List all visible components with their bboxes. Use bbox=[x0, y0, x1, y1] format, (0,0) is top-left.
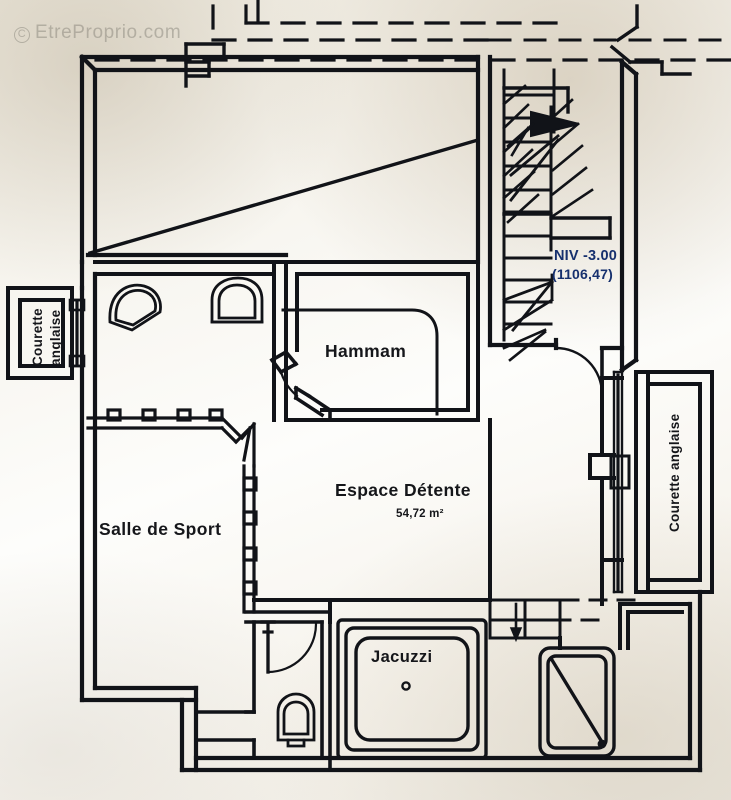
top-notch bbox=[184, 42, 226, 88]
dashed-outline-above bbox=[94, 0, 731, 62]
shower-drain bbox=[597, 739, 607, 749]
courette-anglaise-right-walls bbox=[634, 370, 714, 594]
jacuzzi-basin bbox=[336, 618, 488, 760]
room-label-courette-anglaise-right: Courette anglaise bbox=[667, 413, 682, 532]
wc-toilet-fixture bbox=[276, 692, 316, 748]
stair-bottom-wall bbox=[487, 337, 559, 351]
level-marker-elevation: (1106,47) bbox=[552, 266, 613, 282]
stair-down-dash bbox=[524, 598, 638, 622]
sloped-ceiling-line bbox=[87, 137, 481, 256]
room-label-hammam: Hammam bbox=[325, 341, 407, 361]
left-door-leaf bbox=[262, 630, 274, 674]
top-notch-right bbox=[609, 4, 692, 76]
bottom-walls bbox=[79, 589, 703, 773]
room-label-jacuzzi: Jacuzzi bbox=[371, 648, 433, 666]
room-label-salle-de-sport: Salle de Sport bbox=[99, 519, 222, 539]
room-area-espace-detente: 54,72 m² bbox=[396, 508, 444, 520]
shower-tray bbox=[538, 646, 616, 758]
stair-direction-line bbox=[509, 134, 560, 202]
room-label-courette-anglaise-left-line1: Courette bbox=[30, 308, 45, 366]
watermark-text: EtreProprio.com bbox=[35, 22, 182, 43]
washbasin-fixture-2 bbox=[210, 276, 264, 324]
salle-de-sport-partitions bbox=[86, 408, 258, 614]
hammam-walls bbox=[284, 260, 480, 422]
wc-door-swing bbox=[266, 622, 318, 674]
stair-landing bbox=[502, 86, 612, 240]
stair-lower-converge bbox=[502, 273, 554, 332]
hammam-door-swing bbox=[279, 370, 299, 398]
room-label-espace-detente: Espace Détente bbox=[335, 480, 471, 500]
right-window-glazing bbox=[612, 370, 624, 594]
stair-arrow-tail bbox=[506, 122, 535, 157]
courette-anglaise-left-walls bbox=[6, 286, 74, 380]
copyright-icon: C bbox=[14, 27, 30, 43]
shower-diagonal bbox=[549, 657, 605, 745]
stair-door-swing bbox=[554, 346, 604, 396]
jacuzzi-drain bbox=[401, 681, 411, 691]
level-marker-niv: NIV -3.00 bbox=[554, 248, 618, 264]
wc-room-walls bbox=[194, 610, 332, 772]
left-outer-wall-main bbox=[79, 259, 98, 703]
stair-down-arrow bbox=[509, 602, 523, 643]
right-wall-return bbox=[588, 376, 624, 562]
hammam-door-jamb bbox=[269, 349, 333, 422]
right-outer-wall bbox=[599, 59, 639, 373]
espace-detente-walls bbox=[284, 418, 492, 624]
stair-up-arrow bbox=[530, 110, 580, 138]
watermark: C EtreProprio.com bbox=[14, 22, 181, 44]
shower-surround-wall bbox=[558, 602, 692, 650]
stair-break-hatch bbox=[502, 84, 594, 224]
room-label-courette-anglaise-left-line2: anglaise bbox=[48, 309, 63, 366]
hammam-bench bbox=[281, 308, 439, 416]
washbasin-fixture-1 bbox=[108, 283, 162, 332]
staircase-main bbox=[488, 58, 556, 347]
